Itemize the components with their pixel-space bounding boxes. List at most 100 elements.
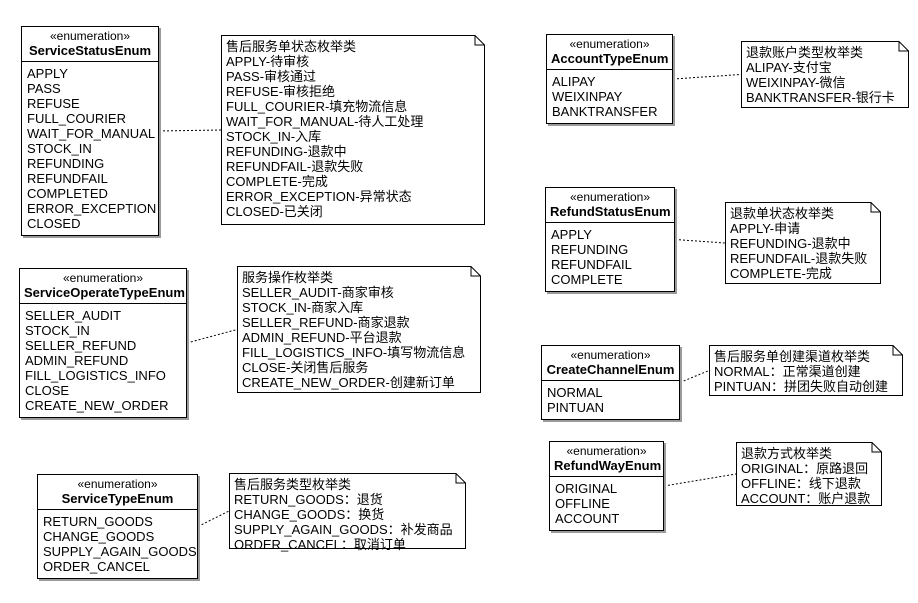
note-anchor-line [674,239,726,244]
note-line: SELLER_REFUND-商家退款 [242,315,410,330]
class-header: «enumeration»RefundWayEnum [550,442,663,477]
enum-literal: SELLER_AUDIT [25,308,122,323]
note-line: STOCK_IN-入库 [226,129,322,144]
class-header: «enumeration»AccountTypeEnum [547,35,672,70]
note-line: ACCOUNT：账户退款 [741,491,871,506]
class-name: RefundStatusEnum [550,204,671,219]
note-line: RETURN_GOODS：退货 [234,492,383,507]
note-line: SUPPLY_AGAIN_GOODS：补发商品 [234,522,453,537]
class-header: «enumeration»ServiceStatusEnum [22,27,158,62]
note-line: COMPLETE-完成 [730,266,832,281]
note-line: ORDER_CANCEL：取消订单 [234,537,406,552]
enum-literal: OFFLINE [555,496,610,511]
note-line: REFUNDFAIL-退款失败 [730,251,868,266]
note-title: 服务操作枚举类 [242,270,334,285]
note-line: WAIT_FOR_MANUAL-待人工处理 [226,114,424,129]
enum-literal: CHANGE_GOODS [43,529,155,544]
enum-literal: FULL_COURIER [27,111,126,126]
note-line: CREATE_NEW_ORDER-创建新订单 [242,375,455,390]
note-line: PINTUAN：拼团失败自动创建 [714,379,889,394]
enum-literal: ORIGINAL [555,481,618,496]
enum-literal: STOCK_IN [25,323,90,338]
enum-literal: ACCOUNT [555,511,620,526]
enum-literal: REFUSE [27,96,80,111]
note-anchor-line [679,370,710,383]
note-line: FULL_COURIER-填充物流信息 [226,99,408,114]
enum-literal: WEIXINPAY [552,89,623,104]
note-frame [725,202,881,284]
class-name: CreateChannelEnum [546,362,675,377]
class-name: ServiceTypeEnum [61,491,174,506]
note-line: CHANGE_GOODS：换货 [234,507,385,522]
note-frame [229,473,466,549]
note-title: 售后服务类型枚举类 [234,477,352,492]
note-line: STOCK_IN-商家入库 [242,300,364,315]
stereotype-label: «enumeration» [569,37,650,51]
stereotype-label: «enumeration» [77,477,158,491]
note-line: ERROR_EXCEPTION-异常状态 [226,189,412,204]
note-line: WEIXINPAY-微信 [746,75,846,90]
enum-literal: CLOSED [27,216,81,231]
note-frame [736,442,882,506]
note-line: PASS-审核通过 [226,69,317,84]
enum-literal: REFUNDING [551,242,629,257]
note-line: REFUNDFAIL-退款失败 [226,159,364,174]
enum-literal: REFUNDING [27,156,105,171]
enum-literal: CREATE_NEW_ORDER [25,398,169,413]
note-line: REFUNDING-退款中 [226,144,347,159]
enum-literal: WAIT_FOR_MANUAL [27,126,156,141]
note-title: 退款账户类型枚举类 [746,45,864,60]
enum-literal: ERROR_EXCEPTION [27,201,157,216]
stereotype-label: «enumeration» [566,444,647,458]
enum-literal: BANKTRANSFER [552,104,658,119]
note-line: ADMIN_REFUND-平台退款 [242,330,402,345]
enum-literal: COMPLETE [551,272,623,287]
note-frame [237,266,481,393]
note-line: BANKTRANSFER-银行卡 [746,90,895,105]
note-anchor-line [197,510,230,527]
note-line: SELLER_AUDIT-商家审核 [242,285,394,300]
enum-literal: REFUNDFAIL [551,257,632,272]
class-header: «enumeration»RefundStatusEnum [546,188,674,223]
note-anchor-line [158,129,222,132]
enum-literal: STOCK_IN [27,141,92,156]
class-header: «enumeration»CreateChannelEnum [542,346,679,381]
stereotype-label: «enumeration» [49,29,131,43]
note-line: ALIPAY-支付宝 [746,60,832,75]
note-anchor-line [663,473,737,487]
note-line: APPLY-待审核 [226,54,310,69]
note-line: REFUNDING-退款中 [730,236,851,251]
note-title: 售后服务单状态枚举类 [226,39,357,54]
note-frame [709,345,903,396]
note-line: ORIGINAL：原路退回 [741,461,869,476]
enum-literal: CLOSE [25,383,70,398]
enum-literal: APPLY [551,227,592,242]
note-anchor-line [186,329,238,344]
note-line: CLOSED-已关闭 [226,204,323,219]
enum-literal: ADMIN_REFUND [25,353,129,368]
stereotype-label: «enumeration» [62,271,144,285]
enum-literal: ORDER_CANCEL [43,559,150,574]
class-name: ServiceOperateTypeEnum [24,285,185,300]
class-name: RefundWayEnum [554,458,662,473]
